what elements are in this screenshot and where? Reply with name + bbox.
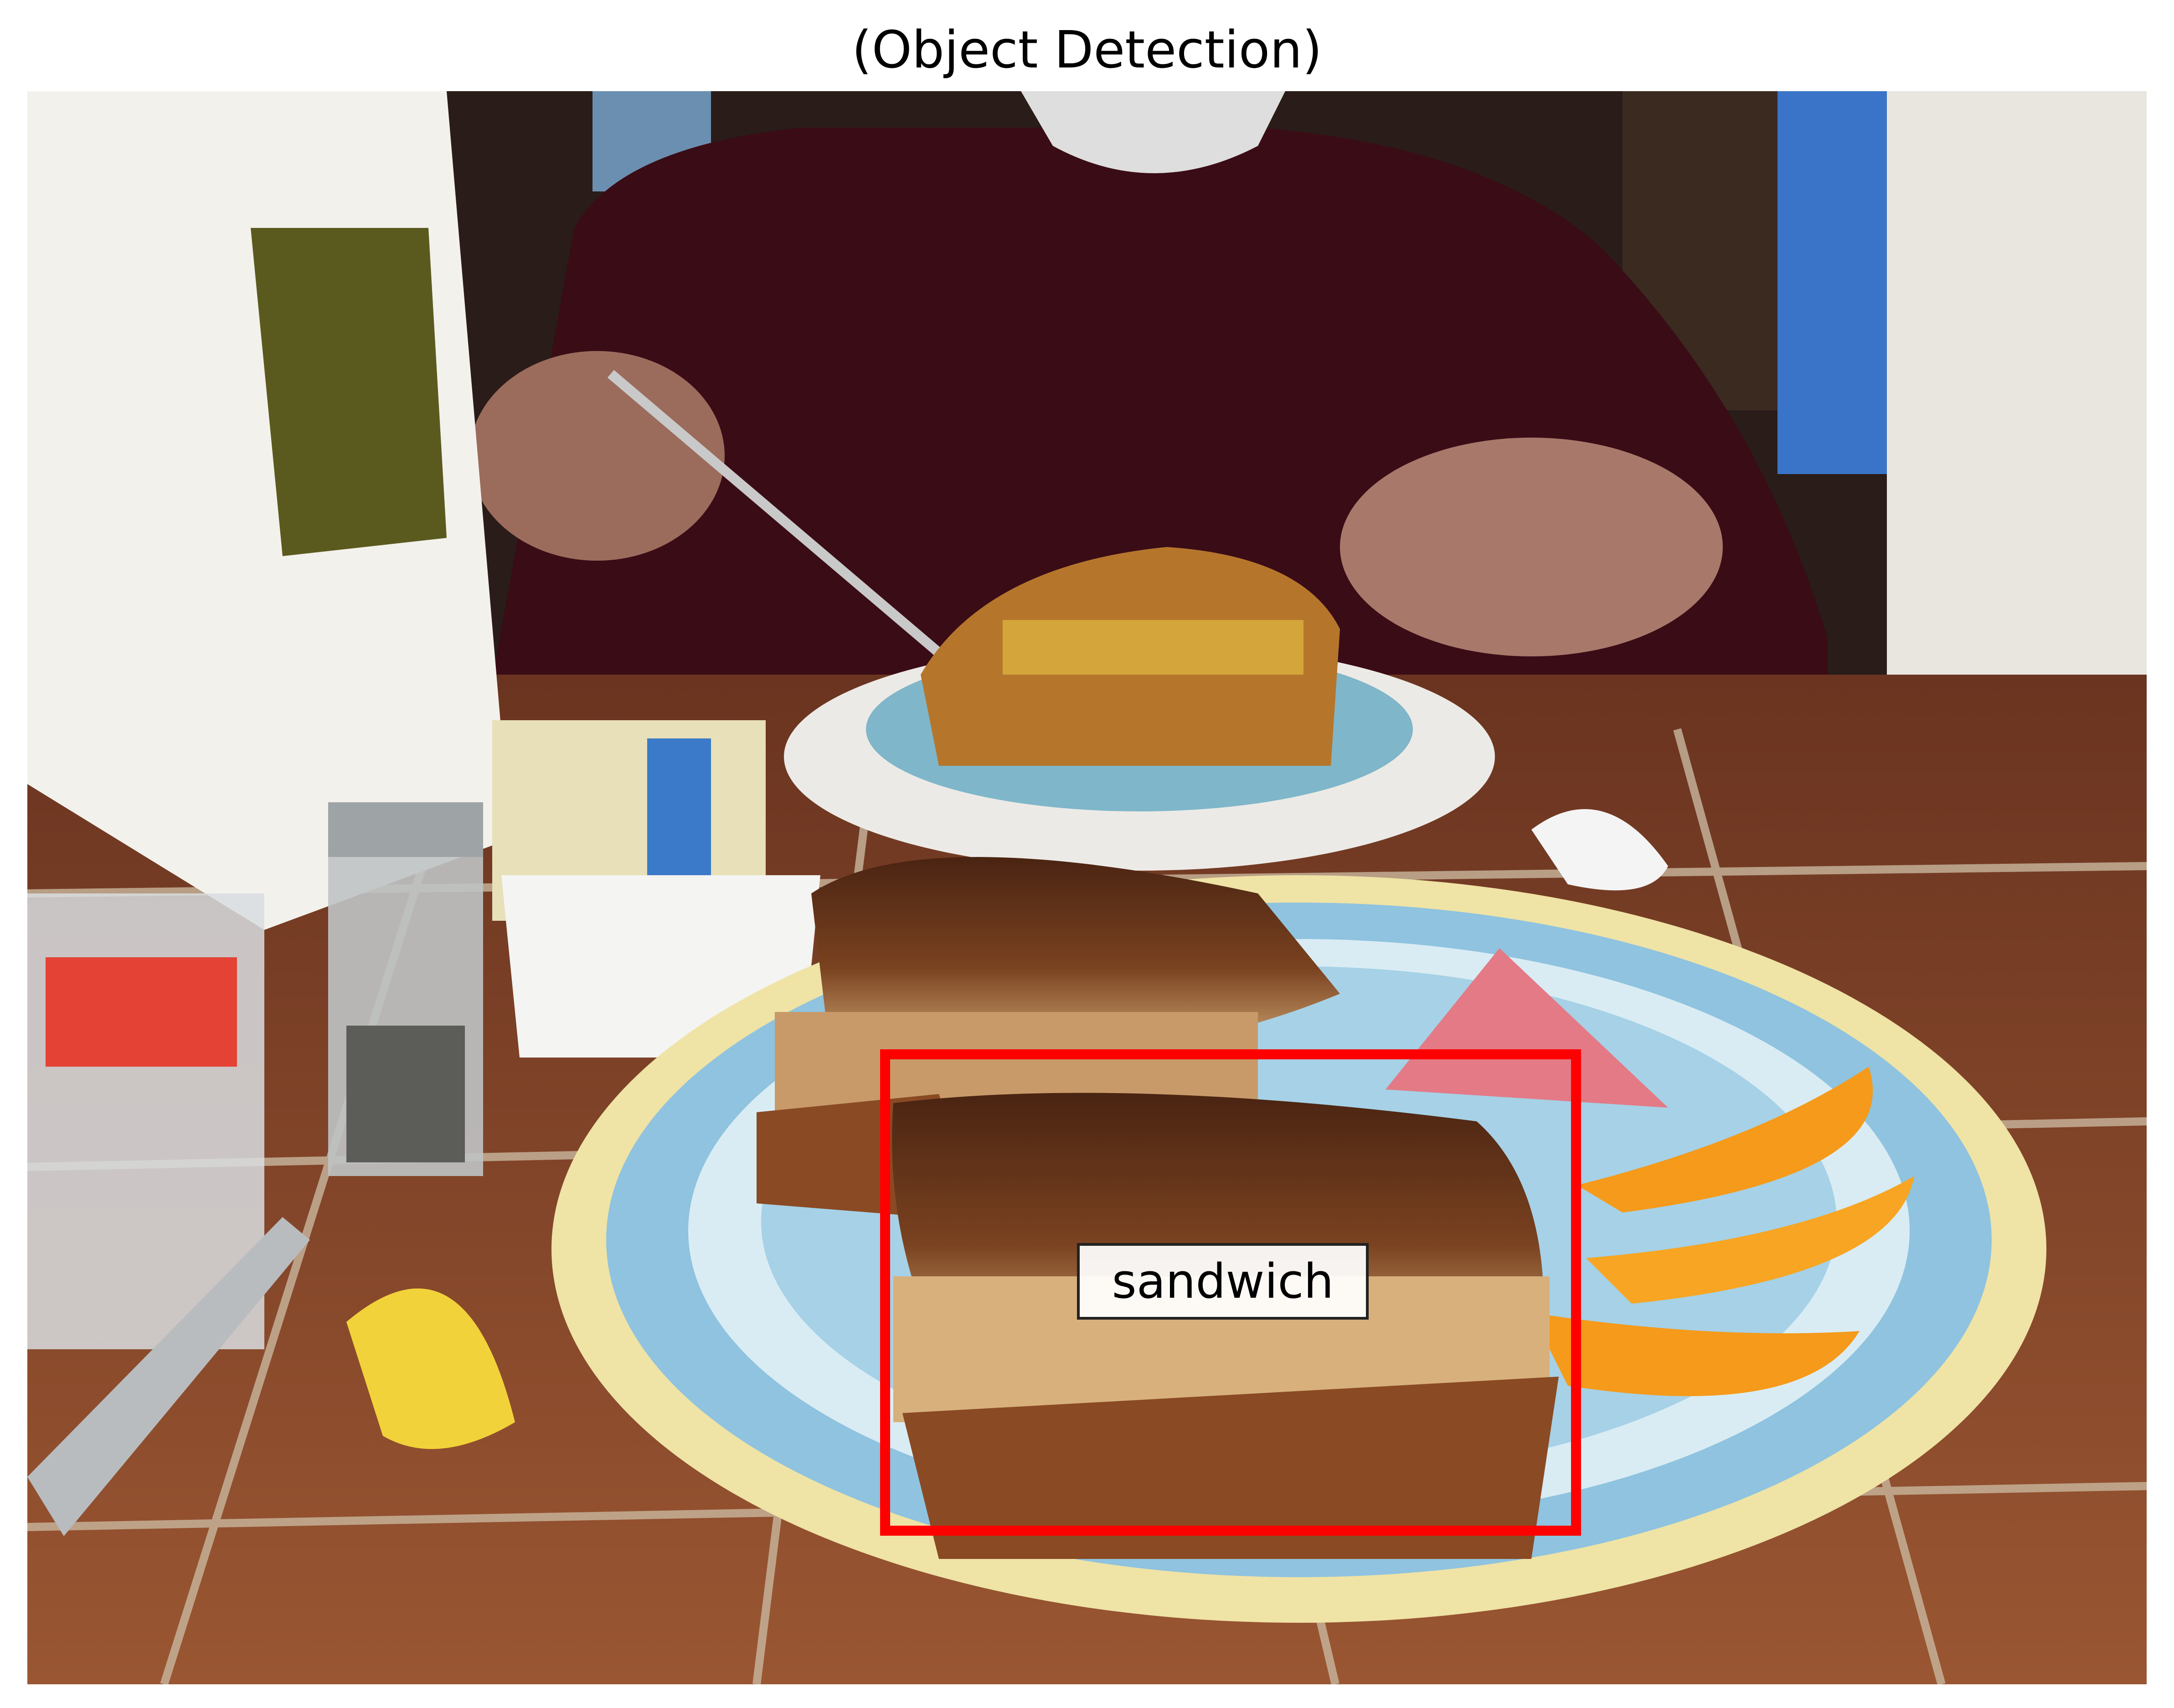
sandwich-front-bottom	[902, 1377, 1559, 1559]
diner-collar	[1021, 91, 1285, 173]
photo	[27, 91, 2147, 1684]
pepper-shaker-cap	[328, 802, 483, 857]
menu-logo-panel	[251, 228, 447, 556]
creamer-cup	[46, 957, 237, 1067]
sugar-packet-blue	[647, 738, 711, 893]
detection-box-sandwich	[880, 1049, 1581, 1536]
orange-slice-3	[1531, 1313, 1860, 1396]
napkin	[1531, 809, 1668, 891]
knife	[27, 1217, 310, 1536]
watermelon-wedge	[1386, 948, 1668, 1108]
detection-label-sandwich: sandwich	[1077, 1243, 1369, 1320]
pepper-fill	[346, 1026, 465, 1162]
right-wall	[1887, 91, 2147, 729]
lemon-wedge	[346, 1288, 515, 1449]
orange-slice-2	[1586, 1176, 1914, 1304]
right-hand	[1340, 438, 1723, 656]
left-hand	[469, 351, 725, 561]
back-sandwich-top	[1003, 620, 1303, 675]
blue-door-frame	[1777, 91, 1896, 474]
orange-slice-1	[1577, 1067, 1873, 1213]
fork	[607, 370, 979, 688]
sandwich-back-half	[811, 857, 1340, 1059]
figure-title: (Object Detection)	[852, 21, 1322, 80]
